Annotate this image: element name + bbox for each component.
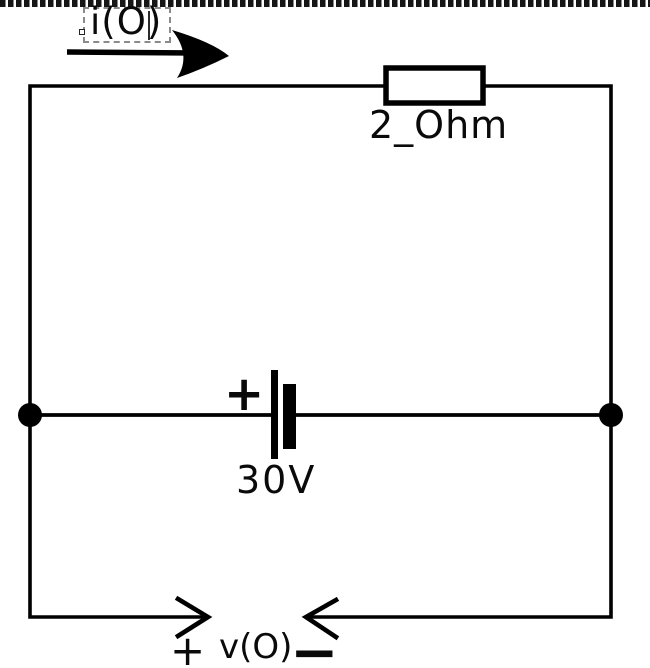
voltage-label[interactable]: v(O) <box>219 627 293 667</box>
wire-outer-right[interactable] <box>306 84 613 619</box>
voltage-plus-sign[interactable]: + <box>170 626 206 668</box>
current-arrow-shaft[interactable] <box>66 49 197 56</box>
resistor-body[interactable] <box>383 65 486 106</box>
current-label[interactable]: i(O) <box>90 0 163 43</box>
resistor-label[interactable]: 2_Ohm <box>369 103 509 147</box>
voltage-minus-sign[interactable]: − <box>290 618 339 668</box>
battery-value-label[interactable]: 30V <box>236 458 317 502</box>
page-boundary-dashed-line <box>0 0 650 7</box>
text-edit-selection-box[interactable] <box>83 7 171 43</box>
chevron-left-icon[interactable] <box>301 596 340 641</box>
chevron-right-icon[interactable] <box>174 595 213 640</box>
selection-handle[interactable] <box>79 29 85 35</box>
current-arrow-head-icon[interactable] <box>172 30 229 78</box>
node-left[interactable] <box>18 403 42 427</box>
text-cursor <box>148 11 150 40</box>
battery-plate-long[interactable] <box>271 370 278 459</box>
battery-plus-sign[interactable]: + <box>224 366 265 422</box>
node-right[interactable] <box>599 403 623 427</box>
wire-outer-left[interactable] <box>28 84 386 619</box>
battery-plate-short[interactable] <box>283 384 296 449</box>
